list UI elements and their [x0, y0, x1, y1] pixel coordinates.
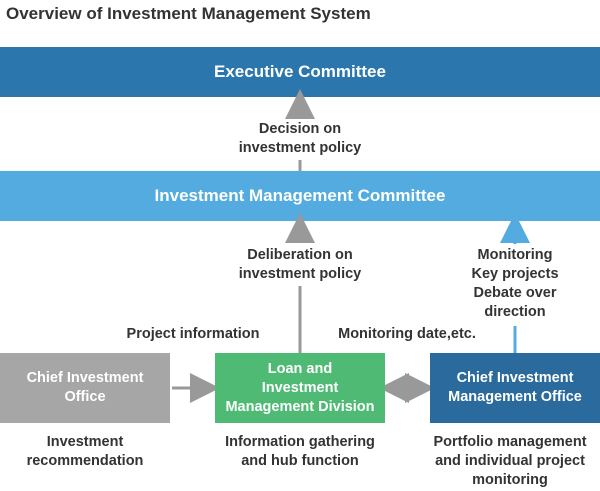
page-title: Overview of Investment Management System [6, 4, 371, 23]
executive-committee-box: Executive Committee [0, 47, 600, 97]
caption-line: recommendation [26, 453, 144, 469]
chief-investment-office-label: Office [64, 389, 106, 405]
investment-management-committee-box: Investment Management Committee [0, 171, 600, 221]
caption-line: Information gathering [225, 434, 375, 450]
chief-investment-management-office-label: Chief Investment [456, 370, 574, 386]
loan-division-label: Loan and [267, 360, 333, 377]
chief-investment-office-label: Chief Investment [26, 370, 144, 386]
deliberation-label-line: Deliberation on [247, 247, 353, 263]
monitoring-label-line: direction [484, 304, 546, 320]
caption-line: Investment [46, 434, 124, 450]
chief-investment-management-office-label: Management Office [448, 389, 582, 405]
chief-investment-office-caption: Investment recommendation [0, 433, 170, 471]
loan-division-label: Management Division [225, 398, 375, 415]
monitoring-date-label: Monitoring date,etc. [338, 326, 476, 342]
caption-line: Portfolio management [433, 434, 587, 450]
monitoring-label: Monitoring Key projects Debate over dire… [455, 246, 575, 322]
monitoring-label-line: Debate over [473, 285, 557, 301]
chief-investment-office-box: Chief Investment Office [0, 353, 170, 423]
loan-division-label: Investment [261, 379, 339, 396]
loan-investment-management-division-box: Loan and Investment Management Division [215, 353, 385, 423]
chief-investment-management-office-box: Chief Investment Management Office [430, 353, 600, 423]
chief-investment-management-office-caption: Portfolio management and individual proj… [420, 433, 600, 490]
executive-committee-label: Executive Committee [214, 62, 386, 81]
deliberation-label: Deliberation on investment policy [200, 246, 400, 284]
monitoring-label-line: Key projects [471, 266, 559, 282]
caption-line: and individual project [435, 453, 585, 469]
deliberation-label-line: investment policy [238, 266, 362, 282]
investment-management-committee-label: Investment Management Committee [154, 186, 446, 205]
decision-label-line: Decision on [258, 121, 342, 137]
caption-line: and hub function [241, 453, 359, 469]
project-information-label: Project information [126, 326, 260, 342]
caption-line: monitoring [472, 472, 548, 488]
decision-label-line: investment policy [238, 140, 362, 156]
monitoring-label-line: Monitoring [477, 247, 553, 263]
decision-label: Decision on investment policy [200, 120, 400, 158]
loan-division-caption: Information gathering and hub function [200, 433, 400, 471]
